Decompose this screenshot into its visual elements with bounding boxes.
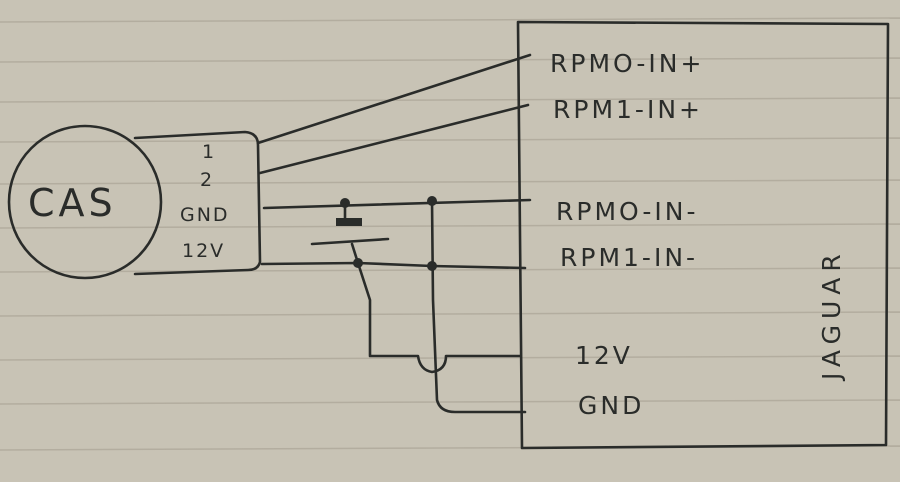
pin-12v-label: 12V [182,240,225,262]
paper-rules [0,17,900,451]
terminal-rpm1-in-plus: RPM1-IN+ [553,95,703,124]
wire-12v-to-jaguar [356,261,522,374]
terminal-rpm1-in-minus: RPM1-IN- [560,243,698,272]
cas-connector-box [133,130,262,276]
jaguar-box [516,20,890,450]
cas-sensor-circle [7,124,163,280]
pin-1-label: 1 [202,141,216,163]
capacitor-plate-top [336,218,362,226]
junction-dot [427,261,437,271]
wire-12v [260,261,527,270]
wire-gnd [262,198,532,210]
terminal-rpm0-in-minus: RPMO-IN- [556,197,699,226]
cas-label: CAS [28,181,117,225]
wire-pin1 [256,53,532,145]
junction-dot [340,198,350,208]
pin-gnd-label: GND [180,204,230,226]
jaguar-label: JAGUAR [817,248,846,382]
capacitor-plate-bottom [310,237,390,246]
wire-gnd-to-jaguar [430,198,527,414]
junction-dot [353,258,363,268]
junction-dot [427,196,437,206]
pin-2-label: 2 [200,169,214,191]
terminal-12v: 12V [575,341,633,370]
wire-pin2 [258,103,530,175]
terminal-rpm0-in-plus: RPMO-IN+ [550,49,704,78]
terminal-gnd: GND [578,391,644,420]
